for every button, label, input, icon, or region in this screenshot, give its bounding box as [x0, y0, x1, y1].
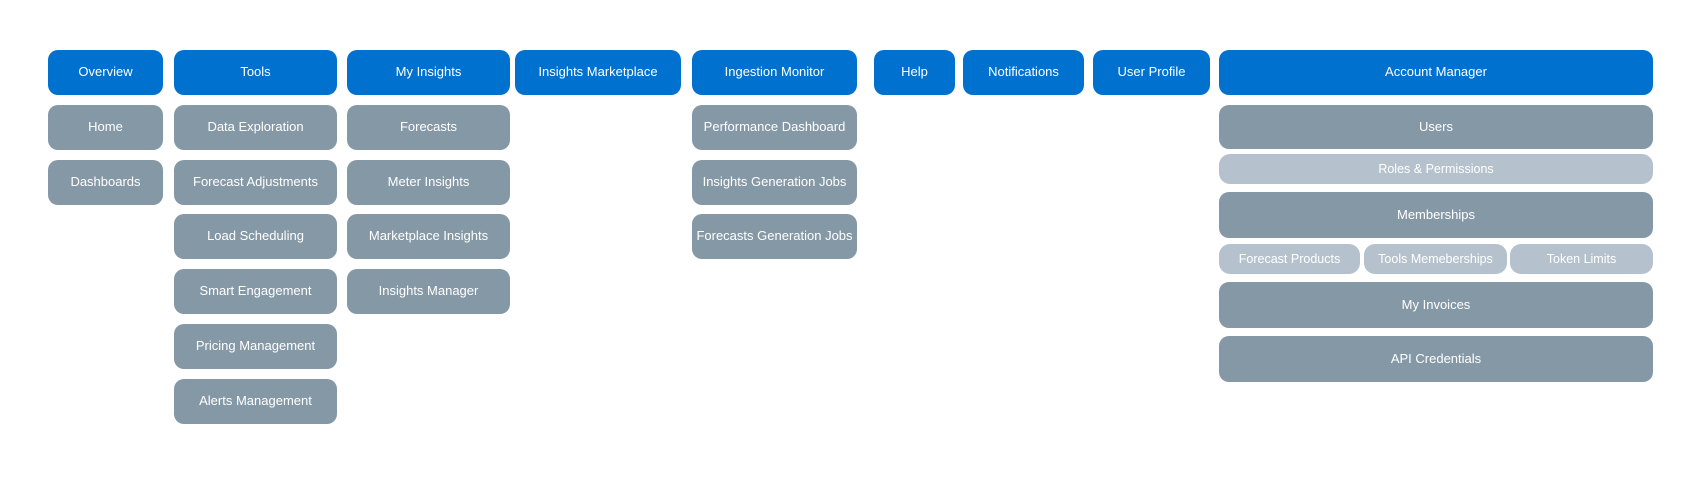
nav-root-tools[interactable]: Tools — [174, 50, 337, 95]
nav-item-token-limits[interactable]: Token Limits — [1510, 244, 1653, 274]
nav-item-forecast-products[interactable]: Forecast Products — [1219, 244, 1360, 274]
nav-item-forecasts-generation-jobs[interactable]: Forecasts Generation Jobs — [692, 214, 857, 259]
nav-item-my-invoices[interactable]: My Invoices — [1219, 282, 1653, 328]
nav-item-meter-insights[interactable]: Meter Insights — [347, 160, 510, 205]
nav-root-my-insights[interactable]: My Insights — [347, 50, 510, 95]
nav-item-api-credentials[interactable]: API Credentials — [1219, 336, 1653, 382]
nav-item-alerts-management[interactable]: Alerts Management — [174, 379, 337, 424]
nav-item-users[interactable]: Users — [1219, 105, 1653, 149]
nav-item-pricing-management[interactable]: Pricing Management — [174, 324, 337, 369]
nav-root-overview[interactable]: Overview — [48, 50, 163, 95]
nav-item-roles-permissions[interactable]: Roles & Permissions — [1219, 154, 1653, 184]
nav-item-insights-manager[interactable]: Insights Manager — [347, 269, 510, 314]
nav-item-memberships[interactable]: Memberships — [1219, 192, 1653, 238]
nav-root-user-profile[interactable]: User Profile — [1093, 50, 1210, 95]
nav-item-dashboards[interactable]: Dashboards — [48, 160, 163, 205]
nav-root-account-manager[interactable]: Account Manager — [1219, 50, 1653, 95]
nav-root-help[interactable]: Help — [874, 50, 955, 95]
nav-item-smart-engagement[interactable]: Smart Engagement — [174, 269, 337, 314]
nav-item-forecast-adjustments[interactable]: Forecast Adjustments — [174, 160, 337, 205]
nav-item-data-exploration[interactable]: Data Exploration — [174, 105, 337, 150]
nav-item-insights-generation-jobs[interactable]: Insights Generation Jobs — [692, 160, 857, 205]
nav-item-load-scheduling[interactable]: Load Scheduling — [174, 214, 337, 259]
nav-root-notifications[interactable]: Notifications — [963, 50, 1084, 95]
nav-item-forecasts[interactable]: Forecasts — [347, 105, 510, 150]
nav-root-ingestion-monitor[interactable]: Ingestion Monitor — [692, 50, 857, 95]
nav-item-performance-dashboard[interactable]: Performance Dashboard — [692, 105, 857, 150]
nav-item-home[interactable]: Home — [48, 105, 163, 150]
nav-root-insights-marketplace[interactable]: Insights Marketplace — [515, 50, 681, 95]
nav-item-marketplace-insights[interactable]: Marketplace Insights — [347, 214, 510, 259]
nav-item-tools-memeberships[interactable]: Tools Memeberships — [1364, 244, 1507, 274]
